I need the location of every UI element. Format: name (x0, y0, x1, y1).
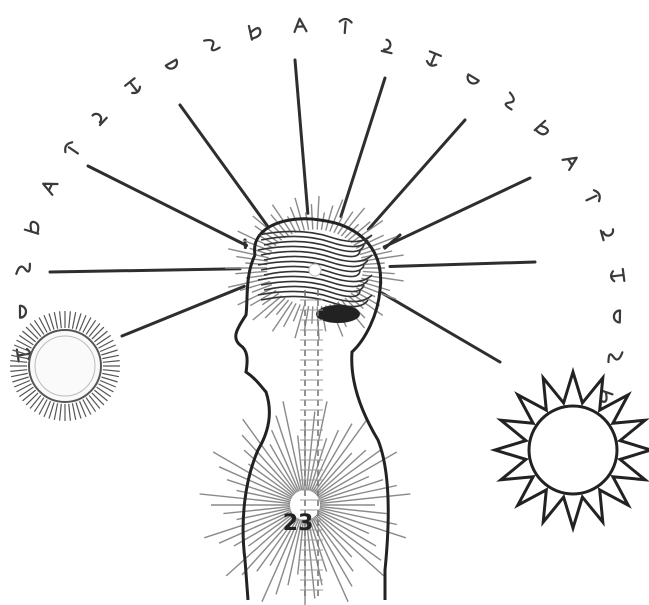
glyph-symbol (614, 310, 620, 322)
glyph-symbol (610, 269, 624, 282)
head-ray (368, 120, 465, 229)
glyph-symbol (294, 18, 307, 32)
glyph-symbol (91, 110, 107, 125)
glyph-symbol (535, 121, 552, 138)
glyph-symbol (339, 19, 352, 34)
glyph-symbol (41, 178, 58, 194)
head-ray (50, 269, 240, 272)
head-ray (122, 286, 244, 336)
glyph-symbol (608, 350, 622, 364)
sun-icon (495, 372, 649, 528)
glyph-symbol (125, 78, 142, 95)
glyph-symbol (465, 74, 478, 85)
glyph-symbol (584, 189, 602, 206)
head-ray (180, 105, 267, 226)
head-ray (341, 78, 385, 216)
glyph-symbol (601, 227, 615, 240)
glyph-symbol (166, 60, 179, 71)
head-ray (382, 293, 500, 362)
head-ray (88, 166, 247, 246)
glyph-symbol (63, 141, 81, 159)
spine-label: 23 (283, 511, 314, 536)
head-ray (295, 60, 308, 213)
glyph-symbol (204, 36, 220, 52)
glyph-symbol (563, 153, 580, 170)
head-ray (390, 262, 535, 267)
moon-icon (10, 311, 120, 421)
glyph-symbol (382, 39, 395, 53)
glyph-symbol (249, 24, 262, 40)
glyph-symbol (16, 262, 30, 276)
glyph-symbol (20, 306, 26, 318)
glyph-symbol (502, 93, 519, 110)
glyph-symbol (25, 220, 41, 234)
glyph-symbol (425, 51, 441, 67)
